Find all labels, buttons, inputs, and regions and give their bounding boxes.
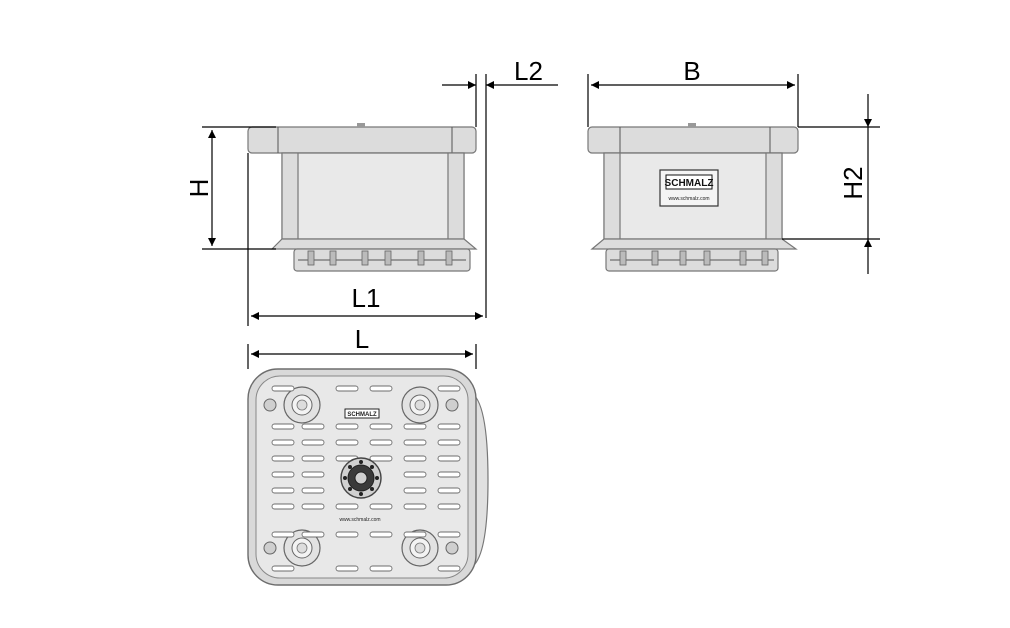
slot	[271, 439, 295, 446]
slot	[437, 423, 461, 430]
slot	[301, 455, 325, 462]
side-view	[247, 123, 478, 272]
slot	[369, 455, 393, 462]
slot	[271, 471, 295, 478]
slot	[271, 385, 295, 392]
dimension-l1: L1	[247, 153, 483, 326]
boss-bottom-right	[401, 529, 439, 567]
slot	[335, 439, 359, 446]
slot	[403, 471, 427, 478]
slot	[271, 531, 295, 538]
slot	[301, 423, 325, 430]
bottom-logo-text: SCHMALZ	[347, 412, 377, 418]
slot	[301, 503, 325, 510]
slot	[271, 503, 295, 510]
slot	[369, 385, 393, 392]
side-body-right-rib	[447, 152, 465, 240]
dim-label-l: L	[355, 324, 369, 354]
slot	[369, 423, 393, 430]
boss-top-left	[283, 386, 321, 424]
slot	[301, 531, 325, 538]
slot	[335, 423, 359, 430]
slot	[271, 565, 295, 572]
slot	[437, 471, 461, 478]
slot	[271, 487, 295, 494]
center-valve	[340, 457, 382, 499]
front-view: SCHMALZ www.schmalz.com	[587, 123, 799, 272]
side-top-cap	[247, 126, 477, 154]
bottom-url-text: www.schmalz.com	[339, 517, 380, 523]
dim-label-b: B	[683, 56, 700, 86]
slot	[403, 503, 427, 510]
slot	[271, 455, 295, 462]
dimension-l: L	[247, 324, 477, 369]
side-body-left-rib	[281, 152, 299, 240]
front-base-flange	[590, 238, 798, 250]
side-body	[281, 152, 465, 240]
slot	[403, 423, 427, 430]
slot	[403, 439, 427, 446]
suction-slots	[271, 385, 461, 572]
slot	[369, 439, 393, 446]
dimension-h2: H2	[782, 94, 880, 274]
slot	[335, 531, 359, 538]
slot	[437, 565, 461, 572]
slot	[437, 503, 461, 510]
dim-label-h: H	[184, 179, 214, 198]
slot	[335, 385, 359, 392]
dim-label-l1: L1	[352, 283, 381, 313]
front-logo-text: SCHMALZ	[665, 178, 714, 189]
boss-top-right	[401, 386, 439, 424]
slot	[437, 531, 461, 538]
bottom-view: SCHMALZ www.schmalz.com	[247, 368, 489, 586]
slot	[369, 531, 393, 538]
slot	[437, 385, 461, 392]
slot	[437, 487, 461, 494]
boss-bottom-left	[283, 529, 321, 567]
slot	[403, 487, 427, 494]
slot	[403, 531, 427, 538]
dimension-h: H	[184, 126, 276, 250]
dimension-b: B	[587, 56, 799, 127]
slot	[369, 503, 393, 510]
dimension-l2: L2	[442, 56, 558, 318]
front-logo-url: www.schmalz.com	[668, 196, 709, 202]
slot	[437, 439, 461, 446]
slot	[437, 455, 461, 462]
slot	[369, 565, 393, 572]
side-top-knob	[357, 123, 365, 127]
side-base-flange	[270, 238, 478, 250]
slot	[403, 455, 427, 462]
slot	[335, 503, 359, 510]
slot	[271, 423, 295, 430]
dim-label-l2: L2	[514, 56, 543, 86]
slot	[335, 565, 359, 572]
dim-label-h2: H2	[838, 166, 868, 199]
slot	[301, 487, 325, 494]
slot	[301, 471, 325, 478]
slot	[301, 439, 325, 446]
